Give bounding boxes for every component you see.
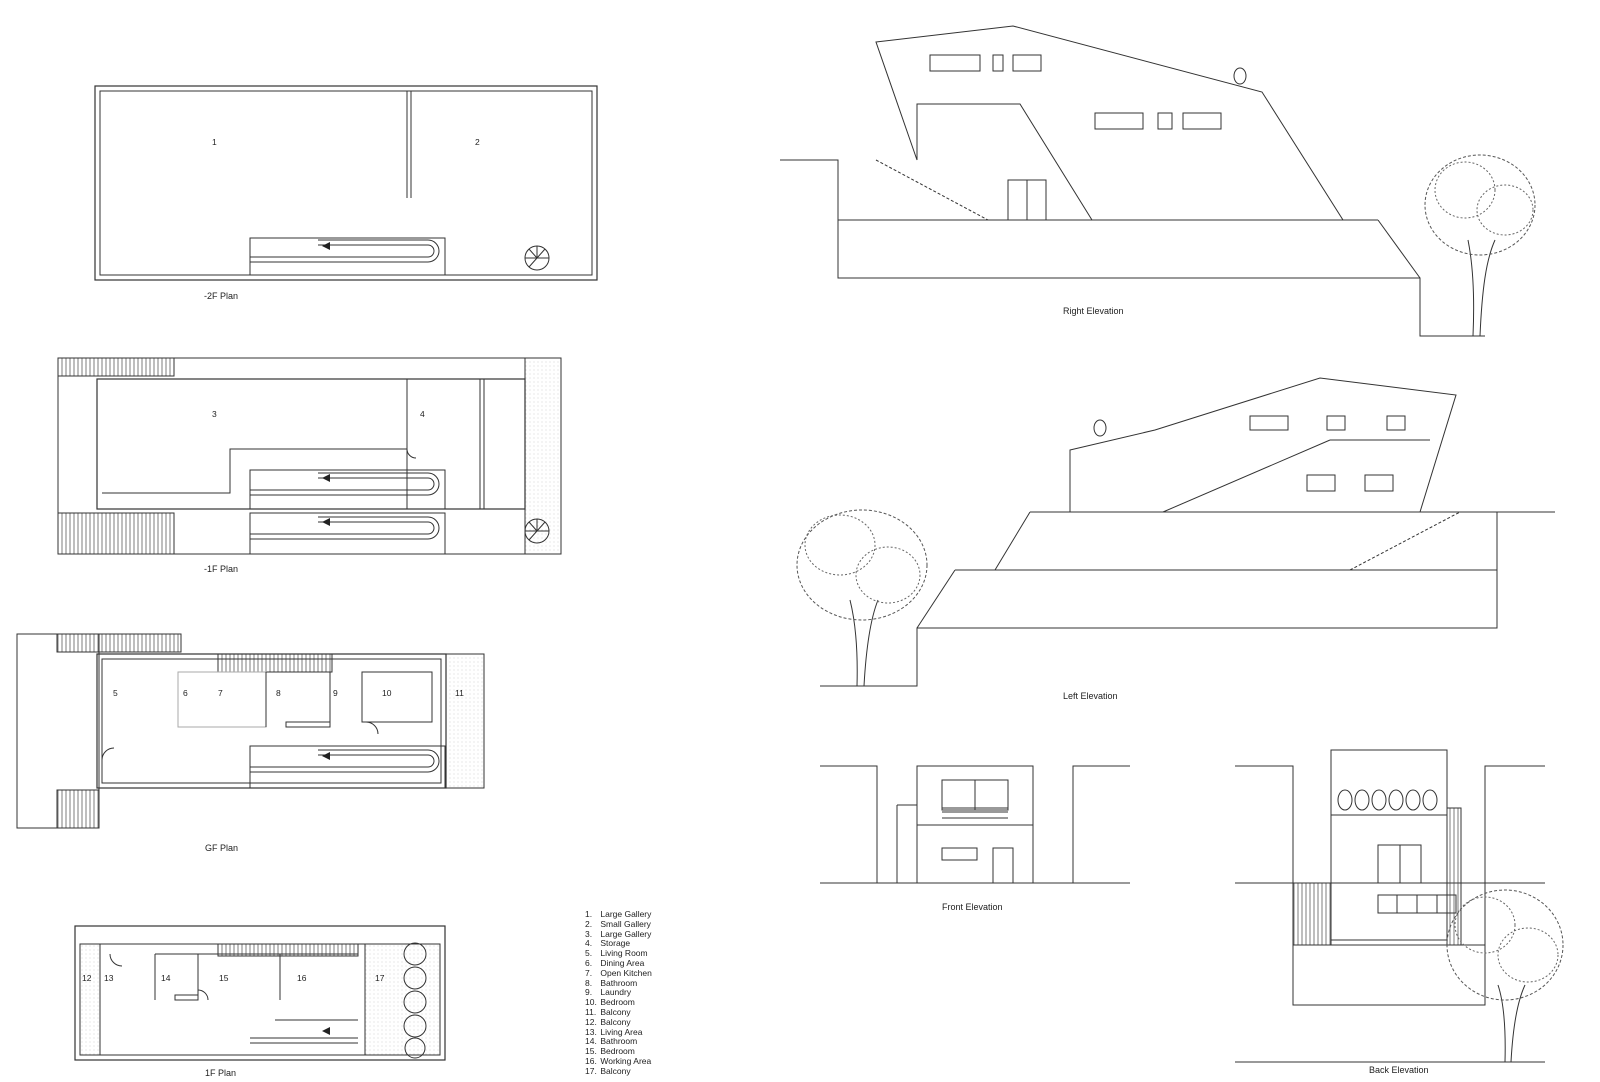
legend-number: 16. <box>585 1055 597 1066</box>
ramp-m1-lower <box>249 512 446 555</box>
legend-label: Bedroom <box>598 1046 635 1057</box>
room-16: 16 <box>297 973 307 983</box>
legend-item: 8. Bathroom <box>585 977 652 989</box>
room-9: 9 <box>333 688 338 698</box>
legend-number: 5. <box>585 948 593 959</box>
tree-right-elevation <box>1424 154 1536 337</box>
legend-label: Bedroom <box>598 997 635 1008</box>
ramp-m1-upper <box>249 469 446 510</box>
legend-number: 12. <box>585 1016 597 1027</box>
legend-label: Dining Area <box>598 957 645 968</box>
legend-item: 4. Storage <box>585 938 652 949</box>
legend-item: 11. Balcony <box>585 1006 652 1018</box>
legend-number: 2. <box>585 918 593 929</box>
legend-item: 14. Bathroom <box>585 1036 652 1047</box>
planter-back-elevation <box>1331 789 1447 816</box>
caption-plan-gf: GF Plan <box>205 843 239 853</box>
plan-gf: 5 6 7 8 9 10 11 <box>16 633 485 829</box>
caption-front-elevation: Front Elevation <box>942 902 1003 912</box>
legend-label: Living Area <box>598 1026 643 1037</box>
ramp-gf <box>249 745 446 789</box>
room-2: 2 <box>475 137 480 147</box>
legend-number: 13. <box>585 1026 597 1037</box>
legend-item: 15. Bedroom <box>585 1046 652 1057</box>
legend-number: 11. <box>585 1006 597 1017</box>
legend-number: 1. <box>585 909 593 919</box>
right-elevation <box>780 25 1536 337</box>
legend-number: 3. <box>585 928 593 939</box>
room-13: 13 <box>104 973 114 983</box>
legend-item: 9. Laundry <box>585 987 652 998</box>
legend-number: 10. <box>585 997 597 1008</box>
room-1: 1 <box>212 137 217 147</box>
legend-number: 9. <box>585 987 593 998</box>
caption-right-elevation: Right Elevation <box>1063 306 1124 316</box>
room-14: 14 <box>161 973 171 983</box>
legend-label: Laundry <box>598 987 632 998</box>
caption-plan-m1: -1F Plan <box>204 564 239 574</box>
front-elevation <box>820 765 1130 884</box>
room-15: 15 <box>219 973 229 983</box>
legend-number: 17. <box>585 1065 597 1076</box>
legend-item: 13. Living Area <box>585 1026 652 1038</box>
legend-item: 2. Small Gallery <box>585 918 652 930</box>
caption-plan-m2: -2F Plan <box>204 291 239 301</box>
room-5: 5 <box>113 688 118 698</box>
legend-label: Balcony <box>598 1065 631 1076</box>
legend-item: 1. Large Gallery <box>585 909 652 920</box>
legend-label: Storage <box>598 938 631 949</box>
legend-number: 14. <box>585 1036 597 1047</box>
caption-plan-1f: 1F Plan <box>205 1068 237 1078</box>
caption-back-elevation: Back Elevation <box>1369 1065 1429 1075</box>
legend-label: Large Gallery <box>598 928 652 939</box>
legend-item: 3. Large Gallery <box>585 928 652 940</box>
room-4: 4 <box>420 409 425 419</box>
room-17: 17 <box>375 973 385 983</box>
plan-minus-2f: 1 2 <box>94 85 598 281</box>
room-3: 3 <box>212 409 217 419</box>
room-8: 8 <box>276 688 281 698</box>
planter-trees-1f <box>403 942 427 1059</box>
legend-item: 6. Dining Area <box>585 957 652 969</box>
legend-label: Bathroom <box>598 977 638 988</box>
plan-1f: 12 13 14 15 16 17 <box>74 925 446 1061</box>
legend-number: 4. <box>585 938 593 949</box>
room-11: 11 <box>455 688 464 698</box>
legend-label: Large Gallery <box>598 909 652 919</box>
legend-item: 12. Balcony <box>585 1016 652 1028</box>
legend-number: 7. <box>585 967 593 978</box>
legend-label: Living Room <box>598 948 648 959</box>
left-elevation <box>796 377 1555 687</box>
spiral-stair-m2 <box>524 245 550 271</box>
legend-number: 8. <box>585 977 593 988</box>
tree-left-elevation <box>796 509 928 687</box>
legend-item: 16. Working Area <box>585 1055 652 1067</box>
legend-label: Open Kitchen <box>598 967 652 978</box>
legend-label: Balcony <box>598 1006 631 1017</box>
room-10: 10 <box>382 688 392 698</box>
spiral-stair-m1 <box>524 518 550 544</box>
legend-label: Balcony <box>598 1016 631 1027</box>
back-elevation <box>1235 749 1564 1063</box>
legend-label: Bathroom <box>598 1036 638 1047</box>
legend-item: 17. Balcony <box>585 1065 652 1077</box>
plan-minus-1f: 3 4 <box>57 357 562 555</box>
legend-item: 5. Living Room <box>585 948 652 959</box>
legend-label: Working Area <box>598 1055 652 1066</box>
legend-label: Small Gallery <box>598 918 651 929</box>
ramp-1f <box>250 1027 358 1044</box>
legend-number: 15. <box>585 1046 597 1057</box>
room-7: 7 <box>218 688 223 698</box>
room-12: 12 <box>82 973 92 983</box>
room-6: 6 <box>183 688 188 698</box>
ramp-m2 <box>249 237 446 276</box>
legend-number: 6. <box>585 957 593 968</box>
caption-left-elevation: Left Elevation <box>1063 691 1118 701</box>
legend-item: 7. Open Kitchen <box>585 967 652 979</box>
tree-back-elevation <box>1446 889 1564 1063</box>
legend-item: 10. Bedroom <box>585 997 652 1008</box>
